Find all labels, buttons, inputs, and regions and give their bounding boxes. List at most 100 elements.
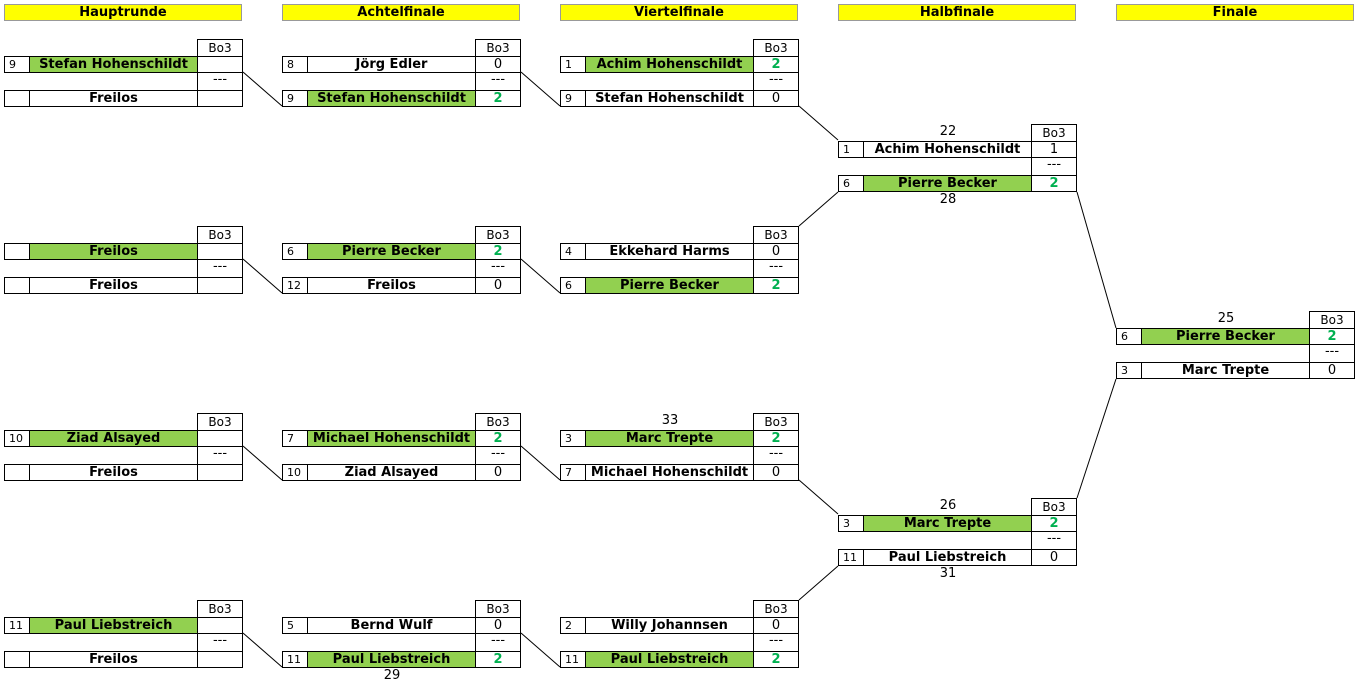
match-box: Bo3 9 Stefan Hohenschildt --- Freilos <box>4 39 244 107</box>
round-header-halbfinale: Halbfinale <box>838 4 1076 21</box>
player-row: 9 Stefan Hohenschildt 2 <box>282 90 521 107</box>
player-seed: 3 <box>839 516 864 531</box>
connector-line <box>242 258 283 294</box>
score-separator: --- <box>1309 345 1355 362</box>
match-box: Bo3 11 Paul Liebstreich --- Freilos <box>4 600 244 668</box>
player-name: Marc Trepte <box>864 516 1032 531</box>
player-score: 0 <box>771 465 781 480</box>
player-score: 2 <box>771 652 781 667</box>
player-seed: 6 <box>839 176 864 191</box>
player-seed: 4 <box>561 244 586 259</box>
player-seed: 11 <box>283 652 308 667</box>
player-score: 0 <box>771 618 781 633</box>
score-separator: --- <box>475 73 521 90</box>
best-of-label: Bo3 <box>197 226 243 243</box>
match-box: Bo3 10 Ziad Alsayed --- Freilos <box>4 413 244 481</box>
player-row: 3 Marc Trepte 0 <box>1116 362 1355 379</box>
player-score: 0 <box>1327 363 1337 378</box>
player-name: Paul Liebstreich <box>864 550 1032 565</box>
player-name: Marc Trepte <box>586 431 754 446</box>
player-name: Achim Hohenschildt <box>586 57 754 72</box>
player-seed: 3 <box>561 431 586 446</box>
player-row: 4 Ekkehard Harms 0 <box>560 243 799 260</box>
match-box: Bo3 4 Ekkehard Harms 0 --- 6 Pierre Beck… <box>560 226 800 294</box>
player-row: 1 Achim Hohenschildt 2 <box>560 56 799 73</box>
best-of-label: Bo3 <box>197 413 243 430</box>
player-name: Pierre Becker <box>586 278 754 293</box>
match-box: Bo3 8 Jörg Edler 0 --- 9 Stefan Hohensch… <box>282 39 522 107</box>
player-seed: 6 <box>561 278 586 293</box>
player-name: Freilos <box>30 91 198 106</box>
score-separator: --- <box>475 260 521 277</box>
connector-line <box>798 105 839 141</box>
player-score: 1 <box>1049 142 1059 157</box>
player-score <box>198 431 242 446</box>
player-score: 2 <box>771 431 781 446</box>
match-box: Bo3 1 Achim Hohenschildt 2 --- 9 Stefan … <box>560 39 800 107</box>
match-number: 26 <box>939 498 957 513</box>
player-seed: 5 <box>283 618 308 633</box>
best-of-label: Bo3 <box>1031 498 1077 515</box>
score-separator: --- <box>197 447 243 464</box>
player-row: 5 Bernd Wulf 0 <box>282 617 521 634</box>
player-seed: 10 <box>283 465 308 480</box>
connector-line <box>242 71 283 107</box>
player-seed: 9 <box>283 91 308 106</box>
player-name: Freilos <box>30 278 198 293</box>
player-name: Freilos <box>30 244 198 259</box>
player-name: Willy Johannsen <box>586 618 754 633</box>
best-of-label: Bo3 <box>475 39 521 56</box>
player-score: 0 <box>493 278 503 293</box>
player-name: Bernd Wulf <box>308 618 476 633</box>
score-separator: --- <box>753 634 799 651</box>
round-header-hauptrunde: Hauptrunde <box>4 4 242 21</box>
match-number: 28 <box>939 192 957 207</box>
player-row: 10 Ziad Alsayed 0 <box>282 464 521 481</box>
best-of-label: Bo3 <box>475 226 521 243</box>
player-row: 6 Pierre Becker 2 <box>1116 328 1355 345</box>
player-score: 0 <box>493 465 503 480</box>
score-separator: --- <box>197 634 243 651</box>
score-separator: --- <box>475 634 521 651</box>
player-name: Michael Hohenschildt <box>586 465 754 480</box>
match-box: Bo3 1 Achim Hohenschildt 1 --- 6 Pierre … <box>838 124 1078 207</box>
player-row: Freilos <box>4 651 243 668</box>
connector-line <box>798 479 839 515</box>
player-row: 6 Pierre Becker 2 <box>282 243 521 260</box>
player-row: 3 Marc Trepte 2 <box>560 430 799 447</box>
player-seed: 9 <box>561 91 586 106</box>
player-name: Achim Hohenschildt <box>864 142 1032 157</box>
score-separator: --- <box>1031 158 1077 175</box>
match-number: 33 <box>661 413 679 428</box>
match-number: 22 <box>939 124 957 139</box>
player-row: 6 Pierre Becker 2 <box>560 277 799 294</box>
match-box: Bo3 5 Bernd Wulf 0 --- 11 Paul Liebstrei… <box>282 600 522 683</box>
score-separator: --- <box>753 447 799 464</box>
best-of-label: Bo3 <box>753 600 799 617</box>
player-name: Stefan Hohenschildt <box>30 57 198 72</box>
score-separator: --- <box>475 447 521 464</box>
player-seed: 2 <box>561 618 586 633</box>
player-score: 2 <box>771 57 781 72</box>
player-row: 7 Michael Hohenschildt 2 <box>282 430 521 447</box>
match-box: Bo3 7 Michael Hohenschildt 2 --- 10 Ziad… <box>282 413 522 481</box>
player-seed: 3 <box>1117 363 1142 378</box>
player-seed <box>5 91 30 106</box>
connector-line <box>798 565 839 601</box>
player-name: Pierre Becker <box>864 176 1032 191</box>
match-box: Bo3 6 Pierre Becker 2 --- 12 Freilos 0 <box>282 226 522 294</box>
player-score: 0 <box>771 244 781 259</box>
match-box: Bo3 Freilos --- Freilos <box>4 226 244 294</box>
player-seed: 7 <box>283 431 308 446</box>
player-score <box>198 652 242 667</box>
player-score: 2 <box>1049 516 1059 531</box>
player-seed <box>5 465 30 480</box>
player-name: Freilos <box>30 465 198 480</box>
player-seed: 11 <box>561 652 586 667</box>
player-name: Stefan Hohenschildt <box>308 91 476 106</box>
player-seed <box>5 652 30 667</box>
player-row: Freilos <box>4 243 243 260</box>
player-name: Pierre Becker <box>1142 329 1310 344</box>
player-row: 10 Ziad Alsayed <box>4 430 243 447</box>
